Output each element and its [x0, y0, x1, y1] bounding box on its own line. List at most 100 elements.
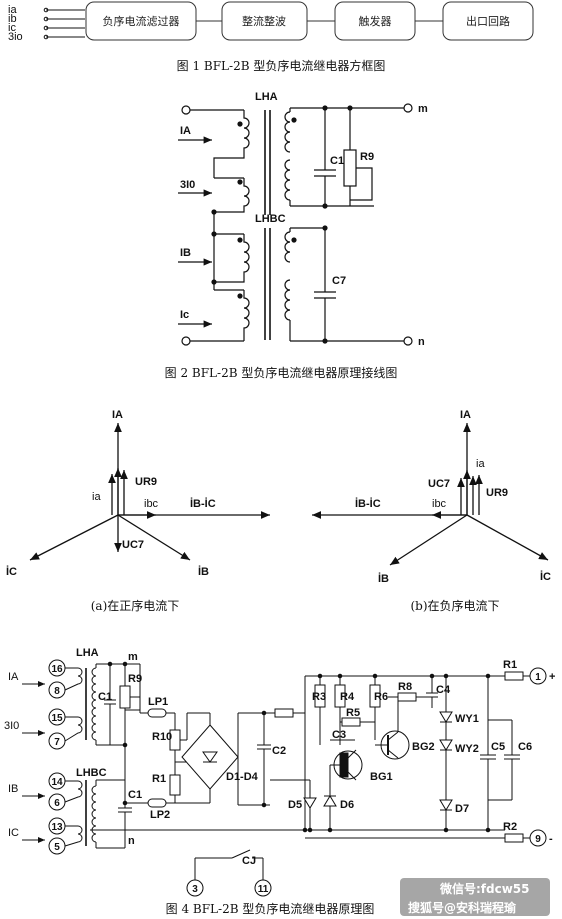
fig2-lhbc-label: LHBC	[255, 213, 286, 225]
fig2-ic-label: Ic	[180, 309, 189, 321]
fig4-labels: LHA LHBC m n IA 3I0 IB IC 16 8 15 7 14 6…	[4, 647, 555, 916]
fig4-schematic	[22, 659, 547, 897]
fig4-pin-6: 6	[54, 798, 60, 809]
fig1-block-diagram: ia ib ic 3io 负序电流滤过器 整流整波 触发器 出口回路 图 1 B…	[8, 1, 534, 73]
fig4-r5: R5	[346, 707, 360, 719]
fig4-pin-11: 11	[258, 884, 269, 895]
fig2-ia-label: IA	[180, 125, 191, 137]
watermark-wechat: 微信号:fdcw55	[439, 881, 530, 896]
watermark: 微信号:fdcw55 搜狐号@安科瑞程瑜	[400, 878, 550, 916]
fig4-pin-14: 14	[51, 777, 63, 788]
fig3a-ur9: UR9	[135, 476, 157, 488]
fig4-n: n	[128, 835, 135, 847]
fig3b-phasor	[312, 423, 549, 566]
fig3a-ia: ia	[92, 491, 101, 503]
fig2-c7-label: C7	[332, 275, 346, 287]
fig3a-labels: IA UR9 ia ibc İB-İC UC7 İC İB (a)在正序电流下	[6, 409, 216, 613]
fig4-pin-5: 5	[54, 842, 60, 853]
fig4-c6: C6	[518, 741, 532, 753]
fig4-lp2: LP2	[150, 809, 170, 821]
fig3a-ia-top: IA	[112, 409, 123, 421]
fig2-caption: 图 2 BFL-2B 型负序电流继电器原理接线图	[165, 365, 398, 380]
fig4-bg1: BG1	[370, 771, 393, 783]
fig4-d7: D7	[455, 803, 469, 815]
fig4-c1-lower: C1	[128, 789, 142, 801]
fig3b-uc7: UC7	[428, 478, 450, 490]
watermark-text: 搜狐号@安科瑞程瑜	[408, 900, 517, 915]
fig4-r6: R6	[374, 691, 388, 703]
fig1-block-rectifier: 整流整波	[242, 14, 286, 28]
fig4-c2: C2	[272, 745, 286, 757]
fig4-pin-9: 9	[535, 834, 541, 845]
fig2-r9-label: R9	[360, 151, 374, 163]
fig1-block-output: 出口回路	[466, 14, 510, 28]
fig2-wiring-diagram	[178, 103, 413, 346]
fig2-m-label: m	[418, 103, 428, 115]
fig4-wy2: WY2	[455, 743, 479, 755]
fig4-bridge: D1-D4	[226, 771, 259, 783]
fig1-input-ia: ia	[8, 4, 17, 16]
fig4-r9: R9	[128, 673, 142, 685]
fig4-minus: -	[549, 833, 553, 845]
fig4-m: m	[128, 651, 138, 663]
fig1-input-ic: ic	[8, 22, 16, 34]
fig4-r2: R2	[503, 821, 517, 833]
fig3a-ib-ic: İB-İC	[190, 497, 216, 510]
fig4-pin-3: 3	[192, 884, 198, 895]
fig2-ib-label: IB	[180, 247, 191, 259]
fig4-pin-7: 7	[54, 737, 60, 748]
fig4-r3: R3	[312, 691, 326, 703]
fig1-caption: 图 1 BFL-2B 型负序电流继电器方框图	[177, 58, 386, 73]
fig4-wy1: WY1	[455, 713, 479, 725]
fig2-n-label: n	[418, 336, 425, 348]
fig4-ia: IA	[8, 671, 19, 683]
fig2-labels: LHA LHBC IA 3I0 IB Ic C1 R9 C7 m n 图 2 B…	[165, 91, 428, 380]
fig4-cj: CJ	[242, 855, 256, 867]
fig3a-ib: İB	[198, 565, 209, 578]
fig3a-caption: (a)在正序电流下	[91, 598, 180, 613]
fig3b-ia: ia	[476, 458, 485, 470]
fig3b-ic: İC	[540, 570, 551, 583]
fig4-pin-16: 16	[51, 664, 63, 675]
fig3a-uc7: UC7	[122, 539, 144, 551]
fig4-bg2: BG2	[412, 741, 435, 753]
fig3a-phasor	[29, 423, 270, 561]
fig4-pin-1: 1	[535, 672, 541, 683]
fig4-pin-15: 15	[51, 713, 63, 724]
fig3b-caption: (b)在负序电流下	[410, 598, 499, 613]
fig1-input-ib: ib	[8, 13, 17, 25]
fig4-caption: 图 4 BFL-2B 型负序电流继电器原理图	[166, 901, 375, 916]
fig3b-ib-ic: İB-İC	[355, 497, 381, 510]
fig4-pin-13: 13	[51, 822, 63, 833]
fig4-r1-left: R1	[152, 773, 166, 785]
fig4-r8: R8	[398, 681, 412, 693]
fig3b-labels: IA ia UC7 UR9 İB-İC ibc İB İC (b)在负序电流下	[355, 409, 551, 613]
fig1-input-3io: 3io	[8, 31, 23, 43]
fig2-i0-label: 3I0	[180, 179, 195, 191]
fig4-r10: R10	[152, 731, 172, 743]
fig4-lha: LHA	[76, 647, 99, 659]
fig4-c3: C3	[332, 729, 346, 741]
fig2-lha-label: LHA	[255, 91, 278, 103]
fig4-3i0: 3I0	[4, 720, 19, 732]
fig3b-ib: İB	[378, 572, 389, 585]
fig4-d5: D5	[288, 799, 302, 811]
fig4-r1-right: R1	[503, 659, 517, 671]
fig2-c1-label: C1	[330, 155, 344, 167]
fig4-pin-8: 8	[54, 686, 60, 697]
fig1-block-filter: 负序电流滤过器	[103, 14, 180, 28]
fig4-lhbc: LHBC	[76, 767, 107, 779]
fig4-c5: C5	[491, 741, 505, 753]
fig3b-ibc: ibc	[432, 498, 447, 510]
fig4-r4: R4	[340, 691, 355, 703]
fig4-c1-upper: C1	[98, 691, 112, 703]
fig4-ib: IB	[8, 783, 18, 795]
fig4-ic: IC	[8, 827, 19, 839]
fig4-lp1: LP1	[148, 696, 168, 708]
fig4-c4: C4	[436, 684, 451, 696]
fig4-d6: D6	[340, 799, 354, 811]
fig3b-ia-top: IA	[460, 409, 471, 421]
fig3a-ic: İC	[6, 565, 17, 578]
fig4-plus: +	[549, 671, 555, 683]
